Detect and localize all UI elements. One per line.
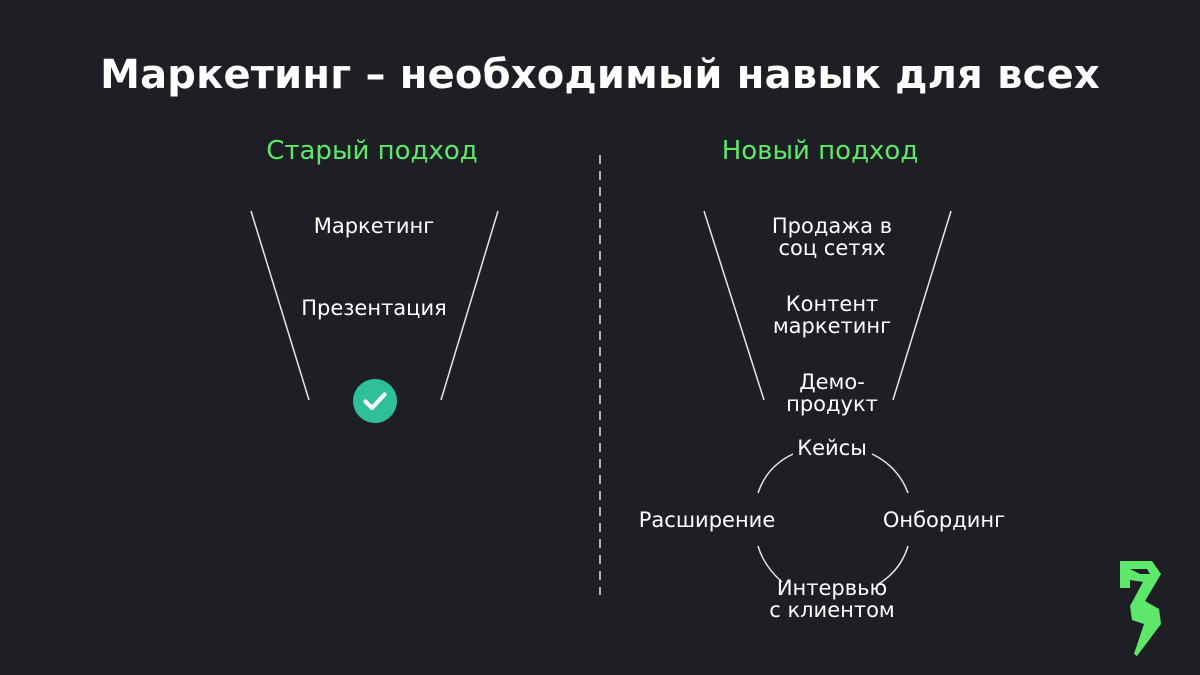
lightning-b-logo-icon [1120,561,1161,656]
cycle-arc-bottom-left [757,545,783,583]
cycle-onboarding: Онбординг [882,508,1006,532]
new-approach-heading: Новый подход [721,136,919,166]
cycle-arc-top-right [871,453,909,494]
old-step-marketing: Маркетинг [313,214,435,238]
old-funnel-left-edge [250,210,310,401]
check-circle-icon [353,379,397,423]
new-step-social-sales: Продажа в соц сетях [771,214,893,260]
cycle-client-interview: Интервью с клиентом [769,576,895,622]
slide-title: Маркетинг – необходимый навык для всех [100,52,1100,98]
old-approach-heading: Старый подход [266,136,478,166]
old-step-presentation: Презентация [301,296,447,320]
new-funnel-right-edge [892,210,952,401]
new-funnel-left-edge [703,210,765,401]
new-step-demo-product: Демо- продукт [786,370,878,416]
cycle-cases: Кейсы [797,436,867,460]
old-funnel-right-edge [440,210,499,401]
cycle-arc-bottom-right [876,545,909,586]
new-step-content-marketing: Контент маркетинг [772,292,892,338]
cycle-arc-top-left [757,453,794,494]
cycle-expansion: Расширение [638,508,776,532]
